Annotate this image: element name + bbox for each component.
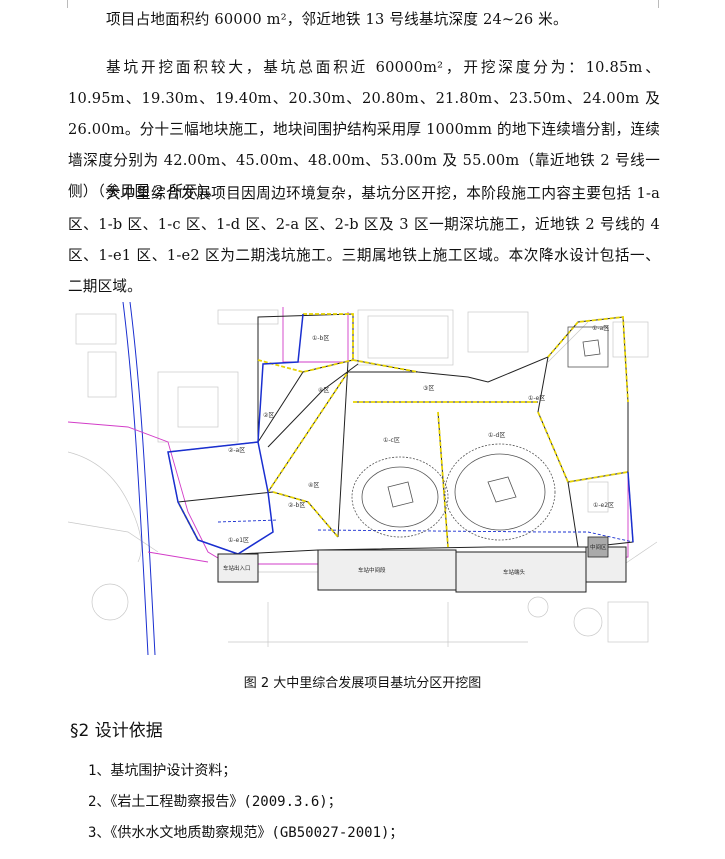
zone-label-misc-b: ④区 [318,387,329,394]
paragraph-construction-phases: 大中里综合发展项目因周边环境复杂，基坑分区开挖，本阶段施工内容主要包括 1-a … [68,185,660,295]
tower-foundation-rings [351,326,609,541]
diaphragm-wall-lines [167,313,634,555]
pit-zoning-plan-drawing: ①-b区 ①-a区 ③区 ①-c区 ①-d区 ②-a区 ②-b区 ④区 ①-e1… [68,302,657,655]
zone-label-3: ③区 [423,385,434,392]
zone-label-1a-top: ①-a区 [592,325,609,332]
support-structure-lines [177,313,629,548]
paragraph-excavation-depth: 基坑开挖面积较大，基坑总面积近 60000m²，开挖深度分为：10.85m、10… [68,59,660,200]
background-plan-lines [68,309,657,647]
reference-list: 1、基坑围护设计资料； 2、《岩土工程勘察报告》(2009.3.6)； 3、《供… [88,756,403,849]
reference-item: 3、《供水水文地质勘察规范》(GB50027-2001)； [88,825,404,841]
station-label-middle: 车站中间段 [358,566,386,574]
metro-line-2-alignment [317,529,634,543]
station-shaft [587,536,609,558]
land-boundary [68,307,629,565]
metro-line-2-tracks [122,302,156,655]
figure-caption: 图 2 大中里综合发展项目基坑分区开挖图 [243,676,482,691]
zone-label-misc-c: ①-e区 [528,395,545,402]
zone-label-1b: ①-b区 [312,335,329,342]
zone-label-2b: ②-b区 [288,502,305,509]
zone-label-1e2: ①-e2区 [593,502,614,509]
zone-label-4: ④区 [308,482,319,489]
zone-label-misc-a: ②区 [263,412,274,419]
zone-label-1d: ①-d区 [488,432,505,439]
page-margin-mark-right [658,0,659,8]
zone-label-1e1: ①-e1区 [228,537,249,544]
zone-label-2a: ②-a区 [228,447,245,454]
metro-station-boxes [217,546,627,593]
station-label-entrance: 车站出入口 [223,564,251,572]
station-label-end: 车站端头 [503,568,526,576]
metro-line-2-alignment-west [217,519,279,523]
paragraph-site-area: 项目占地面积约 60000 m²，邻近地铁 13 号线基坑深度 24~26 米。 [106,11,568,28]
reference-item: 1、基坑围护设计资料； [88,763,237,779]
reference-item: 2、《岩土工程勘察报告》(2009.3.6)； [88,794,342,810]
page-margin-mark-left [67,0,68,8]
zone-label-1c: ①-c区 [383,437,400,444]
section-heading: §2 设计依据 [70,721,163,741]
pit-zoning-plan-figure: ①-b区 ①-a区 ③区 ①-c区 ①-d区 ②-a区 ②-b区 ④区 ①-e1… [68,302,657,655]
station-label-shaft: 中间区 [590,543,607,551]
